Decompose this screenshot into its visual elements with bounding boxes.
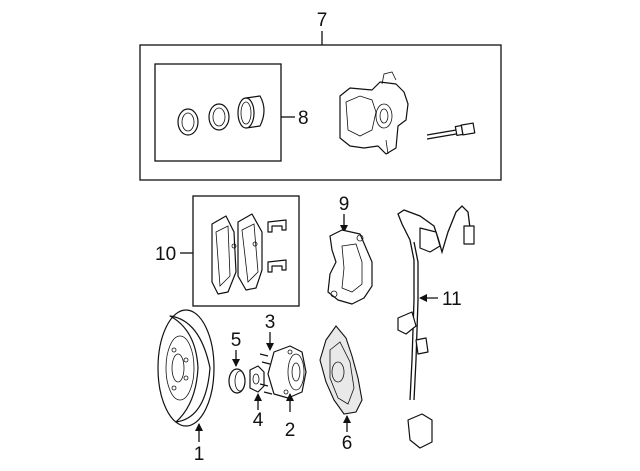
caliper-body: [339, 71, 409, 155]
caliper-assembly-box: [139, 44, 502, 181]
callout-7: 7: [317, 10, 328, 31]
sensor-connector: [463, 225, 475, 245]
pad-set-group: 10: [155, 195, 300, 307]
callout-9: 9: [339, 194, 350, 215]
pad-clips: [267, 219, 287, 273]
callout-8: 8: [298, 108, 309, 129]
callout-2: 2: [285, 420, 296, 441]
dust-cap: 5: [228, 330, 246, 394]
pad-set-box: [192, 195, 300, 307]
callout-1: 1: [194, 444, 205, 465]
callout-4: 4: [253, 410, 264, 431]
seal-rings: [177, 95, 265, 136]
caliper-assembly-group: 7 8: [139, 10, 502, 181]
brake-rotor: 1: [157, 309, 215, 465]
seal-kit-box: [154, 63, 282, 162]
callout-6: 6: [342, 433, 353, 454]
callout-5: 5: [231, 330, 242, 351]
caliper-bracket: 9: [327, 194, 373, 305]
hub-nut: 4: [249, 365, 265, 431]
callout-3: 3: [265, 312, 276, 333]
splash-shield: 6: [319, 325, 363, 454]
abs-sensor-harness: 11: [397, 205, 475, 449]
guide-bolt: [426, 122, 476, 140]
callout-11: 11: [442, 289, 462, 310]
callout-10: 10: [155, 244, 176, 265]
brake-pads: [211, 213, 263, 295]
hub-assembly: 3 2: [259, 312, 307, 441]
